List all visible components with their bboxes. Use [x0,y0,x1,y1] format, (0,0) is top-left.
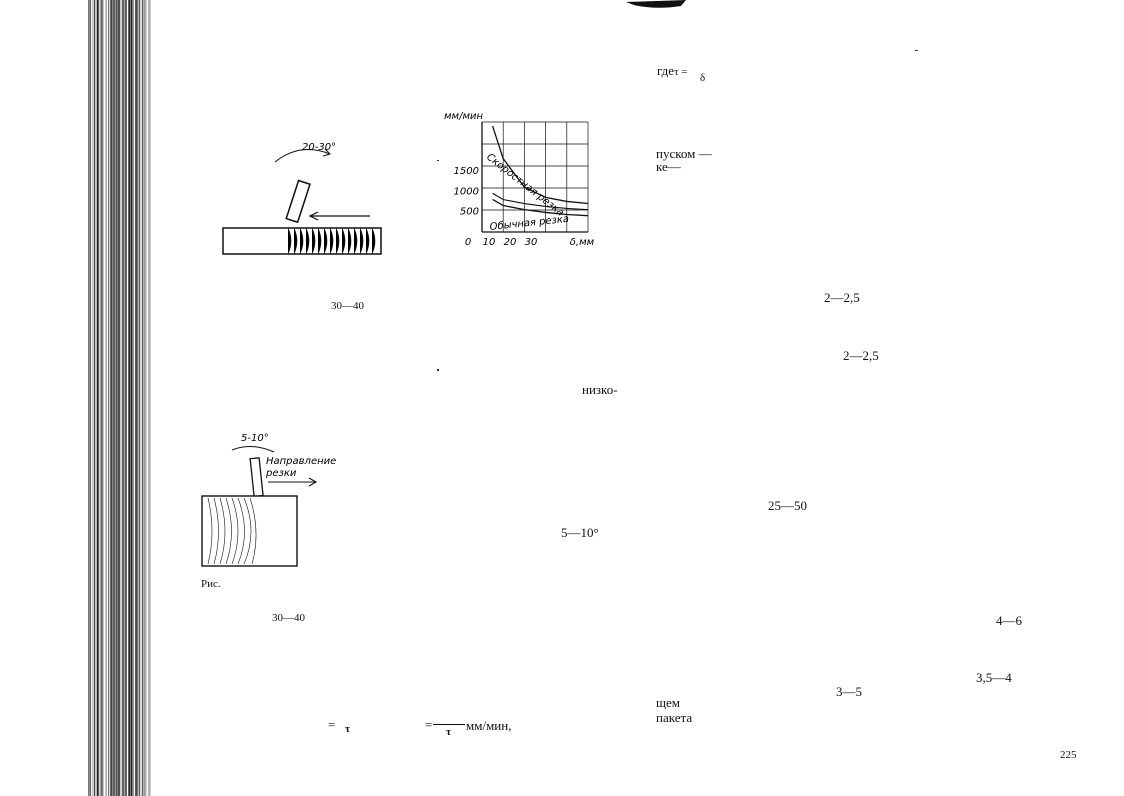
delta-symbol: δ [700,72,706,84]
figure-cut-direction: 5-10° Направление резки [201,433,336,567]
chart-xtick-label: δ,мм [570,237,595,248]
text-range: 2—2,5 [824,290,860,305]
fig2-direction-line1: Направление [266,456,336,467]
gutter-stripe [120,0,122,796]
gutter-stripe [138,0,141,796]
text-range: 5—10° [561,525,599,540]
gutter-stripe [96,0,99,796]
gutter-stripe [143,0,145,796]
speck [915,50,918,51]
tau-eq: τ = [674,66,688,78]
page-gutter [88,0,151,796]
gutter-stripe [128,0,131,796]
chart-xtick-label: 30 [525,237,538,248]
formula-units: мм/мин, [466,718,512,733]
gutter-stripe [108,0,110,796]
text-fragment: низко- [582,382,618,397]
gutter-stripe [88,0,90,796]
gutter-stripe [117,0,121,796]
chart-series-line [492,192,589,211]
gutter-stripe [105,0,107,796]
fig1-angle-label: 20-30° [302,142,336,153]
fig2-direction-line2: резки [265,468,297,479]
speck [437,369,439,371]
text-range: 3—5 [836,684,862,699]
formula-tau: τ [345,723,351,735]
gutter-stripe [115,0,118,796]
chart-xtick-label: 10 [483,237,496,248]
page-number: 225 [1060,749,1077,761]
gutter-stripe [145,0,147,796]
text-range: 30—40 [331,300,364,312]
gutter-stripe [93,0,96,796]
figure-torch-angle: 20-30° [222,142,382,255]
where-word: где [657,63,675,78]
chart-ytick-label: 500 [460,207,479,218]
chart-ytick-label: 1000 [454,186,479,197]
formula-tau: τ [446,726,452,738]
gutter-stripe [110,0,113,796]
text-fragment: щем [656,695,681,710]
gutter-stripe [124,0,127,796]
text-range: 3,5—4 [976,670,1012,685]
text-fragment: ке— [656,159,681,174]
gutter-stripe [130,0,133,796]
gutter-stripe [147,0,151,796]
ink-smudge [626,0,686,8]
text-where: гдеτ = [657,63,687,79]
fraction-bar [433,724,465,725]
gutter-stripe [89,0,92,796]
text-range: 4—6 [996,613,1022,628]
gutter-stripe [132,0,134,796]
text-fragment: пуском — [656,146,712,161]
formula-eq: = [425,717,433,732]
gutter-stripe [122,0,125,796]
chart-series-label: Скоростная резка [484,152,565,219]
text-range: 25—50 [768,498,807,513]
formula-eq: = [328,717,336,732]
figure-caption: Рис. [201,578,221,590]
chart-series-line [491,125,589,205]
text-range: 30—40 [272,612,305,624]
gutter-stripe [101,0,103,796]
text-fragment: пакета [656,710,693,725]
gutter-stripe [112,0,116,796]
chart-xtick-label: 0 [465,237,471,248]
gutter-stripe [99,0,101,796]
gutter-stripe [91,0,93,796]
chart-xtick-label: 20 [504,237,517,248]
gutter-stripe [141,0,144,796]
speed-chart: мм/мин 1500 1000 500 0 10 20 30 δ,мм Скоростная… [444,111,595,248]
fig2-angle-label: 5-10° [241,433,269,444]
gutter-stripe [135,0,138,796]
chart-series-label: Обычная резка [489,213,570,233]
chart-ylabel: мм/мин [444,111,484,122]
text-range: 2—2,5 [843,348,879,363]
chart-series-line [492,198,589,217]
gutter-stripe [103,0,104,796]
chart-ytick-label: 1500 [454,166,479,177]
speck [437,160,439,161]
